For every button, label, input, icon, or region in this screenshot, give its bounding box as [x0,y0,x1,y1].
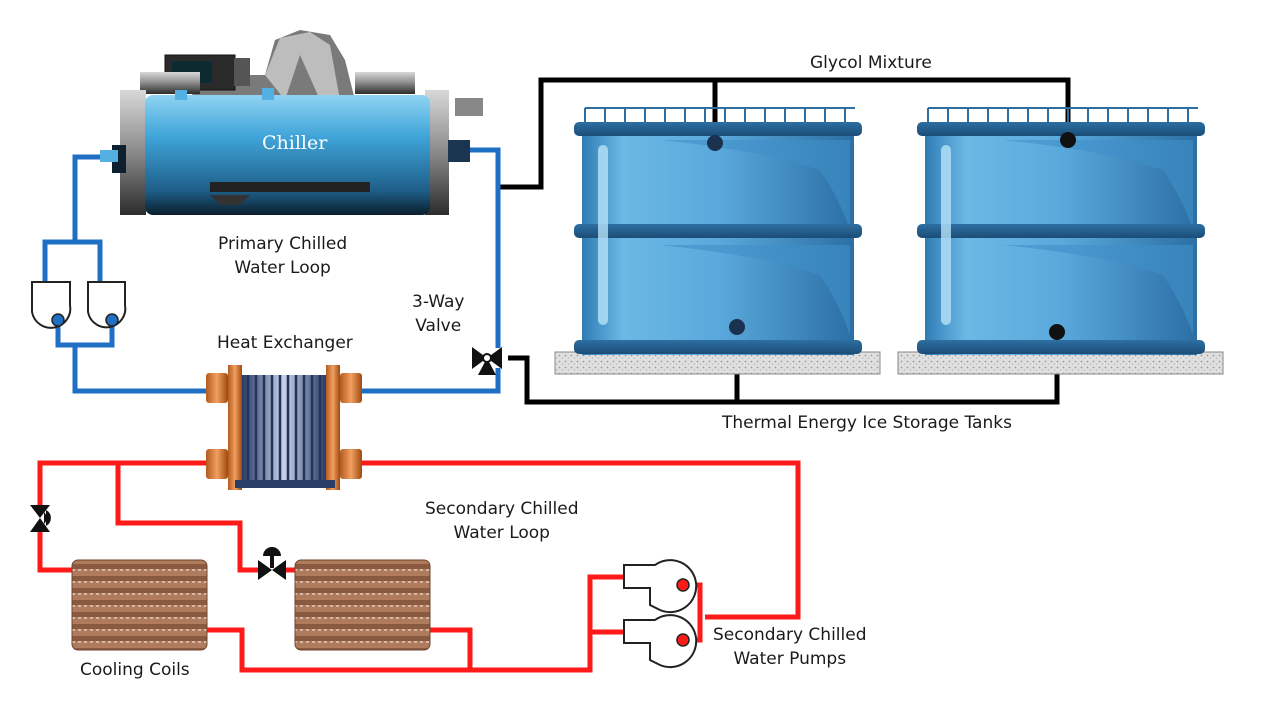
secondary-loop-label: Secondary Chilled Water Loop [425,497,579,545]
three-way-valve [472,347,502,375]
primary-pump-2 [87,281,127,329]
chiller-label: Chiller [262,132,328,154]
secondary-pumps-label-line-2: Water Pumps [733,649,847,669]
bypass-valve-left [30,505,51,532]
secondary-pumps [623,559,698,669]
primary-loop-label-line-1: Primary Chilled [218,234,348,254]
ice-storage-tanks-label: Thermal Energy Ice Storage Tanks [722,413,1012,433]
coil-valve [258,547,286,580]
cooling-coil-2 [294,559,431,651]
secondary-pump-1 [623,559,698,614]
secondary-pump-2 [623,614,698,669]
secondary-loop-label-line-1: Secondary Chilled [425,499,579,519]
secondary-pumps-label: Secondary Chilled Water Pumps [713,623,867,671]
secondary-pumps-label-line-1: Secondary Chilled [713,625,867,645]
secondary-loop-label-line-2: Water Loop [453,523,550,543]
cooling-coil-1 [71,559,208,651]
three-way-valve-label-line-2: Valve [415,316,462,336]
primary-loop-label-line-2: Water Loop [234,258,331,278]
three-way-valve-label: 3-Way Valve [412,290,464,338]
primary-pumps [31,281,127,329]
chiller-unit [100,30,483,215]
primary-loop-label: Primary Chilled Water Loop [218,232,347,280]
storage-tank-1 [554,107,881,375]
glycol-mixture-label: Glycol Mixture [810,53,932,73]
heat-exchanger [206,365,362,490]
primary-pump-1 [31,281,72,329]
three-way-valve-label-line-1: 3-Way [412,292,465,312]
cooling-coils-label: Cooling Coils [80,660,190,680]
heat-exchanger-label: Heat Exchanger [217,333,353,353]
storage-tank-2 [897,107,1224,375]
